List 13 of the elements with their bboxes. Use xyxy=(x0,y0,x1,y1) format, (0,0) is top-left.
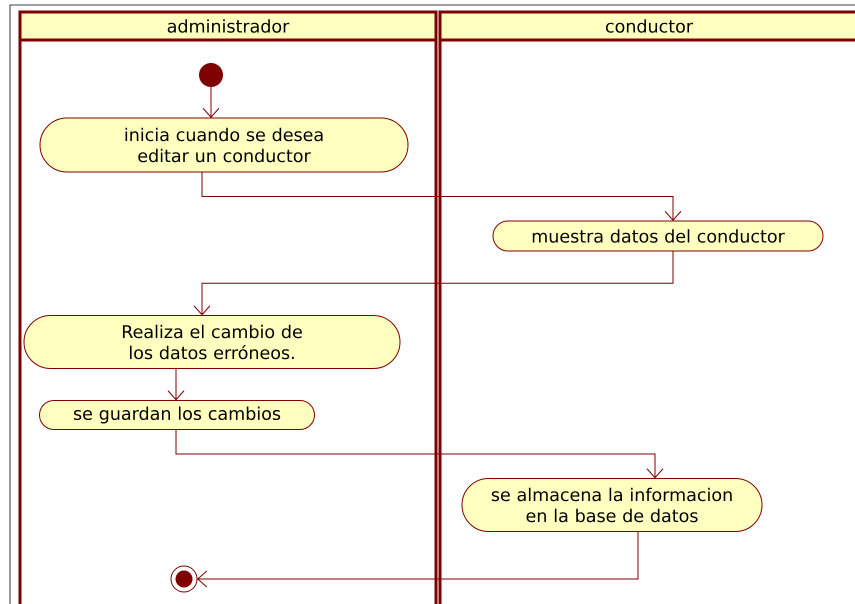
action-box: inicia cuando se desea editar un conductor xyxy=(40,118,408,172)
action-box: se almacena la informacion en la base de datos xyxy=(462,478,762,532)
action-box: muestra datos del conductor xyxy=(492,220,824,252)
arrow xyxy=(168,368,184,400)
action-box: se guardan los cambios xyxy=(39,400,315,430)
end-node xyxy=(170,566,198,592)
arrow xyxy=(202,86,220,118)
arrow xyxy=(194,250,674,316)
action-box: Realiza el cambio de los datos erróneos. xyxy=(24,315,400,369)
arrow xyxy=(176,429,664,478)
start-node xyxy=(199,63,223,87)
arrow xyxy=(197,531,638,588)
arrow xyxy=(202,172,682,221)
